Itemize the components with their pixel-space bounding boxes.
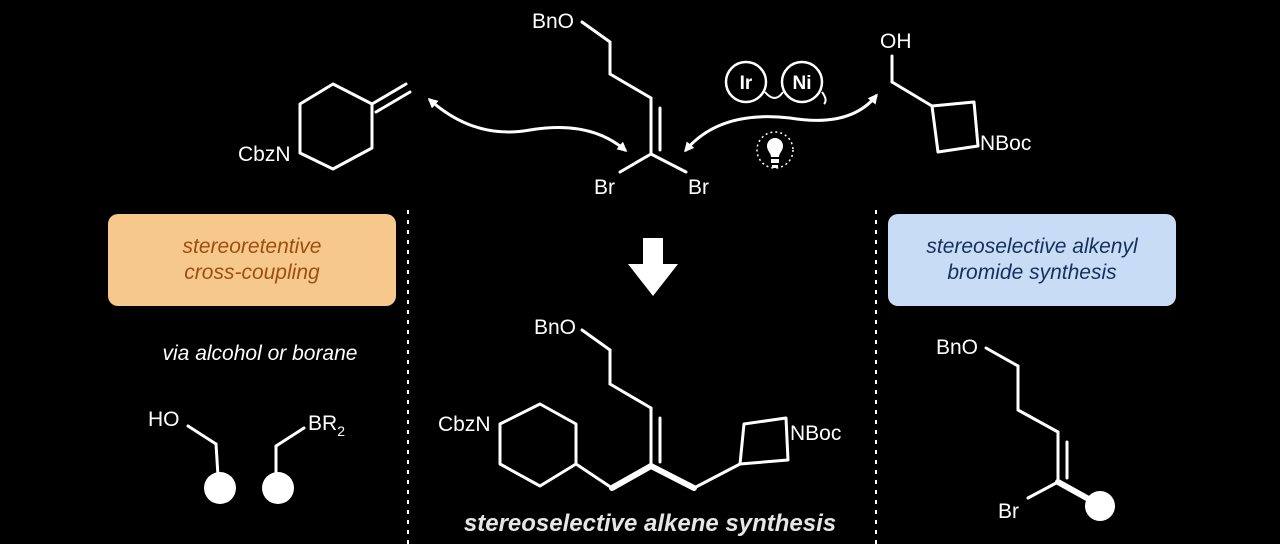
svg-text:Ni: Ni (793, 73, 812, 94)
nboc-label: NBoc (980, 132, 1031, 155)
via-alcohol-note: via alcohol or borane (162, 342, 358, 365)
substituent-ball (204, 472, 236, 504)
alcohol-structure: HO (148, 408, 236, 504)
borane-structure: BR2 (262, 412, 345, 504)
dibromoalkene-structure: BnO Br Br (532, 10, 709, 199)
br-label: Br (998, 500, 1019, 523)
bno-label: BnO (534, 316, 576, 339)
box-right-title: stereoselective alkenyl bromide synthesi… (926, 235, 1138, 284)
cbzn-label: CbzN (438, 413, 491, 436)
br-label-right: Br (688, 176, 709, 199)
azetidine-alcohol-structure: OH NBoc (880, 30, 1031, 155)
br-label-left: Br (594, 176, 615, 199)
stereoselective-alkenyl-bromide-box: stereoselective alkenyl bromide synthesi… (888, 214, 1176, 306)
alkenyl-bromide-structure: BnO Br (936, 336, 1115, 523)
ir-catalyst-badge: Ir (724, 60, 768, 104)
left-coupling-arrow (427, 98, 628, 152)
stereoretentive-cross-coupling-box: stereoretentive cross-coupling (108, 214, 396, 306)
right-coupling-arrow (684, 93, 878, 153)
light-bulb-icon (756, 131, 794, 169)
svg-text:Ir: Ir (740, 73, 753, 94)
substituent-ball (262, 472, 294, 504)
product-structure: BnO CbzN NBoc (438, 316, 841, 491)
br2-label: BR2 (308, 412, 345, 439)
substituent-ball (1085, 491, 1115, 521)
ni-catalyst-badge: Ni (780, 60, 824, 104)
bno-label: BnO (532, 10, 574, 33)
oh-label: OH (880, 30, 912, 53)
down-arrow-icon (628, 238, 678, 296)
ho-label: HO (148, 408, 180, 431)
methylene-piperidine-structure: CbzN (238, 82, 412, 171)
catalytic-cycle-arrow-icon (821, 91, 827, 105)
nboc-label: NBoc (790, 422, 841, 445)
stereoselective-alkene-synthesis-label: stereoselective alkene synthesis (463, 510, 837, 537)
catalytic-cycle-arrow-icon (764, 91, 784, 99)
box-left-title: stereoretentive cross-coupling (182, 235, 322, 284)
bno-label: BnO (936, 336, 978, 359)
cbzn-label: CbzN (238, 143, 291, 166)
